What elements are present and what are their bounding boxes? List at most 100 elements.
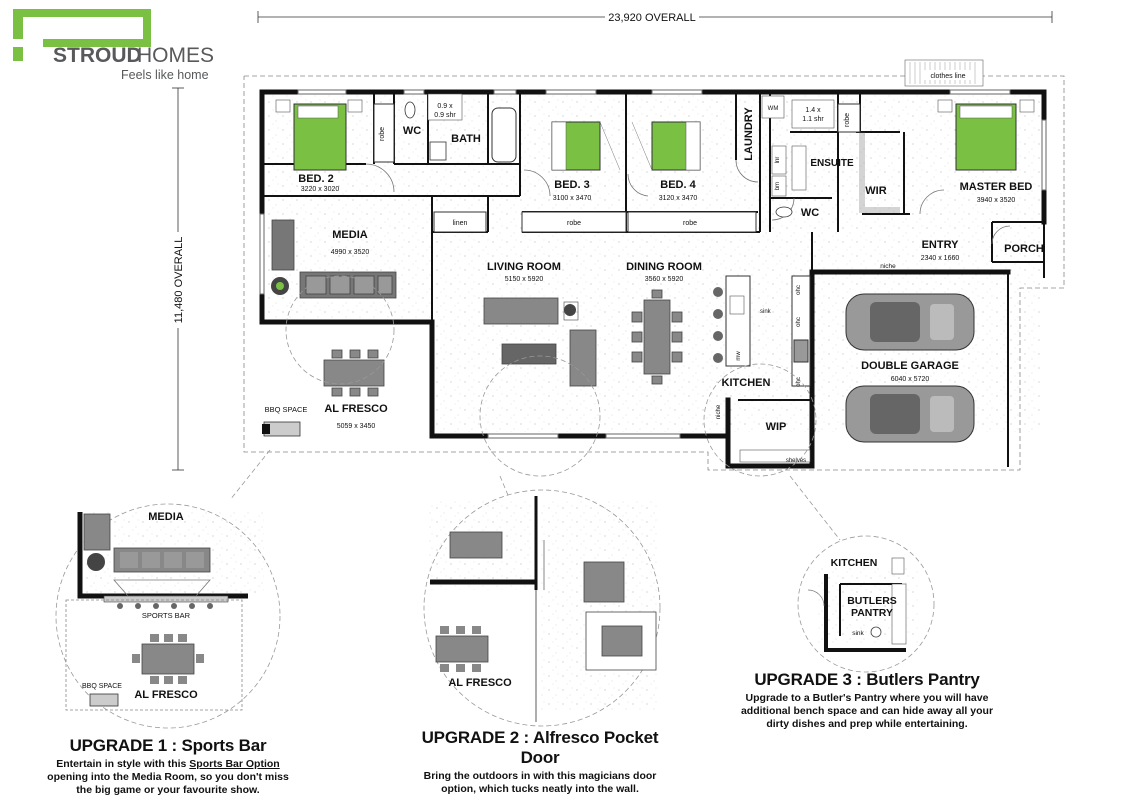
- sports-bar-option-link: Sports Bar Option: [189, 758, 280, 770]
- bed2-furniture: [275, 99, 363, 171]
- logo-name-light: HOMES: [137, 44, 214, 67]
- mw-label: mw: [736, 351, 742, 361]
- upgrade3-inset: KITCHEN BUTLERS PANTRY sink: [797, 535, 935, 673]
- upgrade1-description: Entertain in style with this Sports Bar …: [47, 758, 289, 796]
- plant-icon-living: [564, 304, 576, 316]
- kitchen-island: [713, 275, 751, 367]
- inset1-bbq-label: BBQ SPACE: [82, 683, 122, 690]
- overall-width-label: 23,920 OVERALL: [608, 12, 695, 24]
- master-label: MASTER BED: [960, 181, 1033, 193]
- inset3-kitchen-label: KITCHEN: [831, 557, 878, 569]
- upgrade1-title: UPGRADE 1 : Sports Bar: [69, 736, 267, 755]
- upgrade-callout-markers: [229, 275, 841, 541]
- inset3-sink-label: sink: [852, 630, 864, 637]
- shower2: [791, 99, 835, 129]
- robe-bed2: robe: [379, 127, 386, 141]
- wc2-toilet: [775, 206, 793, 218]
- bed2-label: BED. 2: [298, 173, 333, 185]
- ensuite-label: ENSUITE: [810, 158, 854, 169]
- alfresco-furniture: [323, 349, 385, 397]
- media-size: 4990 x 3520: [331, 249, 370, 256]
- kitchen-bench: [791, 275, 811, 387]
- niche-label-entry: niche: [880, 263, 896, 270]
- wm-label: WM: [768, 106, 779, 112]
- linen-label: linen: [453, 220, 468, 227]
- upgrade1-inset: MEDIA SPORTS BAR AL FRESCO BBQ SPACE: [55, 503, 281, 729]
- bed4-furniture: [631, 121, 701, 171]
- door-swings: [365, 159, 1011, 245]
- bathtub: [491, 107, 517, 163]
- wc1-toilet: [404, 101, 416, 119]
- plant-icon: [271, 277, 289, 295]
- eave-outline: [243, 75, 1065, 471]
- stroud-homes-logo: STROUD HOMES Feels like home: [13, 9, 228, 85]
- dining-label: DINING ROOM: [626, 261, 702, 273]
- bed3-label: BED. 3: [554, 179, 589, 191]
- robe-master: robe: [844, 113, 851, 127]
- ohc-label-3: ohc: [796, 377, 802, 387]
- garage-label: DOUBLE GARAGE: [861, 360, 959, 372]
- linen-laundry: [771, 145, 787, 175]
- upgrade2-inset: AL FRESCO: [423, 489, 661, 727]
- inset3-butlers-label-a: BUTLERS: [847, 595, 897, 607]
- bed3-size: 3100 x 3470: [553, 195, 592, 202]
- dining-furniture: [631, 289, 683, 385]
- niche-label-wip: niche: [716, 404, 722, 419]
- wip-shelves: [739, 449, 811, 463]
- car-icon: [845, 385, 975, 443]
- shelves-label: shelves: [786, 458, 806, 464]
- shower2-label-a: 1.4 x: [805, 107, 821, 114]
- upgrade1-caption: UPGRADE 1 : Sports Bar Entertain in styl…: [38, 736, 298, 797]
- laundry-label: LAUNDRY: [743, 107, 755, 161]
- logo-name-bold: STROUD: [53, 44, 142, 67]
- overall-width-dimension: 23,920 OVERALL: [257, 9, 1053, 24]
- lnr-label: lnr: [775, 157, 781, 164]
- living-label: LIVING ROOM: [487, 261, 561, 273]
- logo-mark: STROUD HOMES Feels like home: [13, 9, 214, 82]
- windows: [259, 89, 1047, 439]
- sink-label: sink: [760, 309, 772, 315]
- clothes-line: clothes line: [904, 59, 984, 87]
- upgrade3-title: UPGRADE 3 : Butlers Pantry: [754, 670, 980, 689]
- bbq-label: BBQ SPACE: [265, 405, 308, 414]
- alfresco-size: 5059 x 3450: [337, 423, 376, 430]
- overall-depth-label: 11,480 OVERALL: [173, 237, 185, 324]
- linen-cupboard: [433, 211, 487, 233]
- bed4-size: 3120 x 3470: [659, 195, 698, 202]
- upgrade2-title: UPGRADE 2 : Alfresco Pocket Door: [421, 728, 659, 767]
- upgrade2-caption: UPGRADE 2 : Alfresco Pocket Door Bring t…: [400, 728, 680, 796]
- kitchen-label: KITCHEN: [722, 377, 771, 389]
- shower1-label-a: 0.9 x: [437, 103, 453, 110]
- wir-shelving: [859, 132, 900, 213]
- wc1-label: WC: [403, 125, 421, 137]
- inset1-media-label: MEDIA: [148, 511, 184, 523]
- broom-cupboard: [771, 175, 787, 197]
- shower1-label-b: 0.9 shr: [434, 112, 456, 119]
- bed3-furniture: [551, 121, 621, 171]
- shower1: [427, 93, 463, 121]
- inset1-sportsbar-label: SPORTS BAR: [142, 611, 191, 620]
- master-bed-furniture: [937, 99, 1035, 171]
- master-size: 3940 x 3520: [977, 197, 1016, 204]
- garage-size: 6040 x 5720: [891, 376, 930, 383]
- alfresco-label: AL FRESCO: [324, 403, 388, 415]
- dining-size: 3560 x 5920: [645, 276, 684, 283]
- bed2-size: 3220 x 3020: [301, 186, 340, 193]
- media-label: MEDIA: [332, 229, 368, 241]
- entry-size: 2340 x 1660: [921, 255, 960, 262]
- upgrade3-description: Upgrade to a Butler's Pantry where you w…: [740, 692, 994, 730]
- porch-label: PORCH: [1004, 243, 1044, 255]
- logo-tagline: Feels like home: [121, 68, 209, 82]
- bath-label: BATH: [451, 133, 481, 145]
- upgrade3-caption: UPGRADE 3 : Butlers Pantry Upgrade to a …: [722, 670, 1012, 731]
- ensuite-vanity: [791, 145, 807, 191]
- wc2-label: WC: [801, 207, 819, 219]
- shower2-label-b: 1.1 shr: [802, 116, 824, 123]
- robe-bed4: robe: [683, 220, 697, 227]
- entry-label: ENTRY: [922, 239, 960, 251]
- ohc-label-1: ohc: [796, 285, 802, 295]
- car-icon: [845, 293, 975, 351]
- clothes-line-label: clothes line: [930, 73, 965, 80]
- robe-bed3: robe: [567, 220, 581, 227]
